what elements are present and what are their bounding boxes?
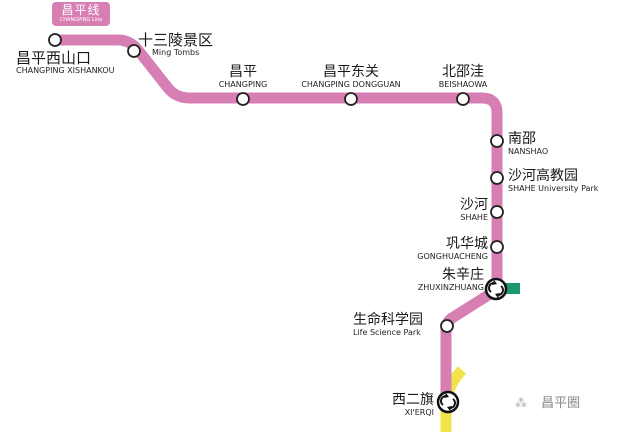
station-marker-changping[interactable] [236, 92, 250, 106]
watermark-text: 昌平圈 [541, 396, 581, 411]
station-label-beishaowa[interactable]: 北邵洼 BEISHAOWA [438, 64, 488, 89]
station-label-gonghuacheng[interactable]: 巩华城 GONGHUACHENG [417, 236, 488, 261]
station-marker-shahe-university-park[interactable] [490, 171, 504, 185]
station-label-shahe-university-park[interactable]: 沙河高教园 SHAHE University Park [508, 168, 599, 193]
station-label-changping-dongguan[interactable]: 昌平东关 CHANGPING DONGGUAN [301, 64, 401, 89]
line-8-segment [502, 283, 520, 294]
station-marker-changping-dongguan[interactable] [344, 92, 358, 106]
station-marker-beishaowa[interactable] [456, 92, 470, 106]
station-marker-nanshao[interactable] [490, 134, 504, 148]
station-marker-changping-xishankou[interactable] [48, 33, 62, 47]
station-marker-gonghuacheng[interactable] [490, 240, 504, 254]
station-label-changping[interactable]: 昌平 CHANGPING [218, 64, 268, 89]
line-name-badge: 昌平线 CHANGPING Line [52, 2, 110, 26]
station-label-life-science-park[interactable]: 生命科学园 Life Science Park [353, 312, 423, 337]
station-marker-life-science-park[interactable] [440, 319, 454, 333]
station-label-ming-tombs[interactable]: 十三陵景区 Ming Tombs [138, 31, 214, 57]
station-label-shahe[interactable]: 沙河 SHAHE [460, 197, 488, 222]
station-label-changping-xishankou[interactable]: 昌平西山口 CHANGPING XISHANKOU [16, 49, 115, 75]
line-name-en: CHANGPING Line [59, 17, 103, 23]
station-marker-ming-tombs[interactable] [127, 44, 141, 58]
station-markers [48, 33, 504, 333]
wechat-official-account-icon: ⁂ [515, 396, 527, 410]
station-marker-shahe[interactable] [490, 205, 504, 219]
transfer-icon-xierqi[interactable] [436, 390, 460, 414]
transfer-icon-zhuxinzhuang[interactable] [484, 277, 508, 301]
station-label-xierqi[interactable]: 西二旗 XI'ERQI [392, 392, 434, 417]
line-name-cn: 昌平线 [61, 3, 101, 17]
watermark: ⁂ 昌平圈 [515, 392, 580, 411]
station-label-zhuxinzhuang[interactable]: 朱辛庄 ZHUXINZHUANG [417, 267, 484, 292]
station-label-nanshao[interactable]: 南邵 NANSHAO [508, 131, 549, 156]
